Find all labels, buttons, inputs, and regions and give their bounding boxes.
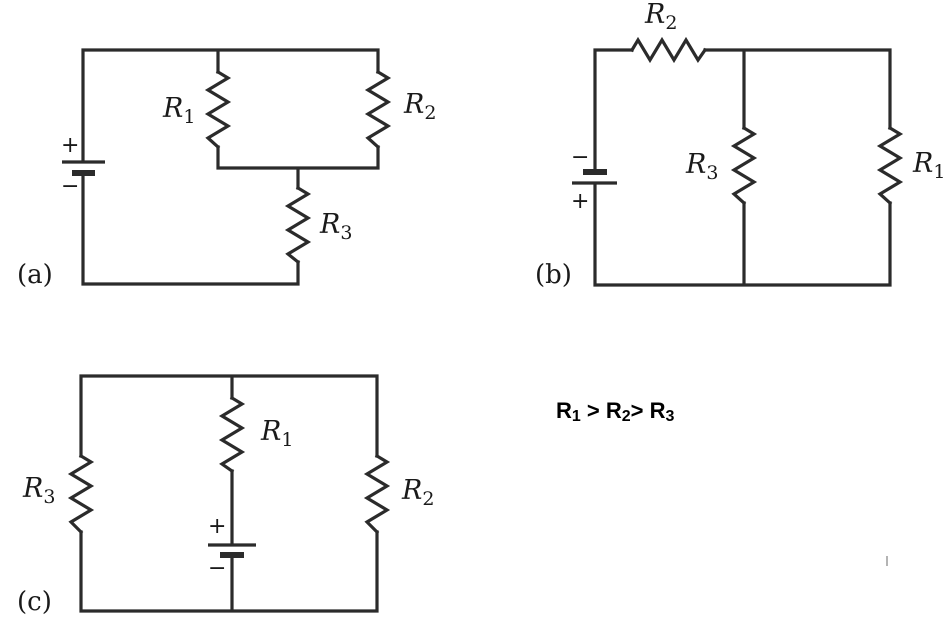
resistor-c-r1 bbox=[218, 395, 246, 474]
label-c-r1: R1 bbox=[260, 416, 293, 451]
circuit-b-wires bbox=[593, 48, 892, 287]
circuit-c: + − R1 R3 R2 (c) bbox=[17, 374, 434, 617]
resistor-b-r3 bbox=[730, 125, 758, 206]
panel-label-c: (c) bbox=[17, 587, 52, 617]
resistor-b-r1 bbox=[876, 125, 904, 206]
resistor-a-r3 bbox=[284, 185, 312, 265]
circuit-c-wires bbox=[79, 374, 379, 613]
panel-label-b: (b) bbox=[535, 260, 572, 290]
label-a-r2: R2 bbox=[403, 89, 436, 124]
label-b-r3: R3 bbox=[685, 149, 718, 184]
panel-label-a: (a) bbox=[17, 260, 53, 290]
battery-b-plus: + bbox=[571, 189, 589, 214]
battery-a-minus: − bbox=[61, 174, 79, 199]
label-b-r2: R2 bbox=[644, 0, 677, 34]
circuit-b: − + R2 R3 R1 (b) bbox=[535, 0, 944, 290]
battery-a-plus: + bbox=[61, 133, 79, 158]
battery-b-minus: − bbox=[571, 145, 589, 170]
label-c-r3: R3 bbox=[22, 473, 55, 508]
battery-a bbox=[62, 160, 105, 176]
circuit-a-wires bbox=[81, 48, 380, 286]
resistor-c-r3 bbox=[67, 453, 95, 535]
resistor-c-r2 bbox=[363, 453, 391, 535]
resistor-b-r2 bbox=[629, 36, 708, 64]
resistor-a-r2 bbox=[364, 69, 392, 150]
resistor-a-r1 bbox=[204, 69, 232, 150]
resistance-ordering: R1 > R2> R3 bbox=[556, 398, 675, 425]
label-b-r1: R1 bbox=[912, 148, 944, 183]
circuit-a: + − R1 R2 R3 (a) bbox=[17, 48, 436, 290]
battery-c-minus: − bbox=[208, 556, 226, 581]
label-a-r1: R1 bbox=[162, 93, 195, 128]
battery-c-plus: + bbox=[208, 514, 226, 539]
label-c-r2: R2 bbox=[401, 475, 434, 510]
label-a-r3: R3 bbox=[319, 209, 352, 244]
battery-b bbox=[572, 169, 617, 185]
battery-c bbox=[208, 543, 256, 558]
